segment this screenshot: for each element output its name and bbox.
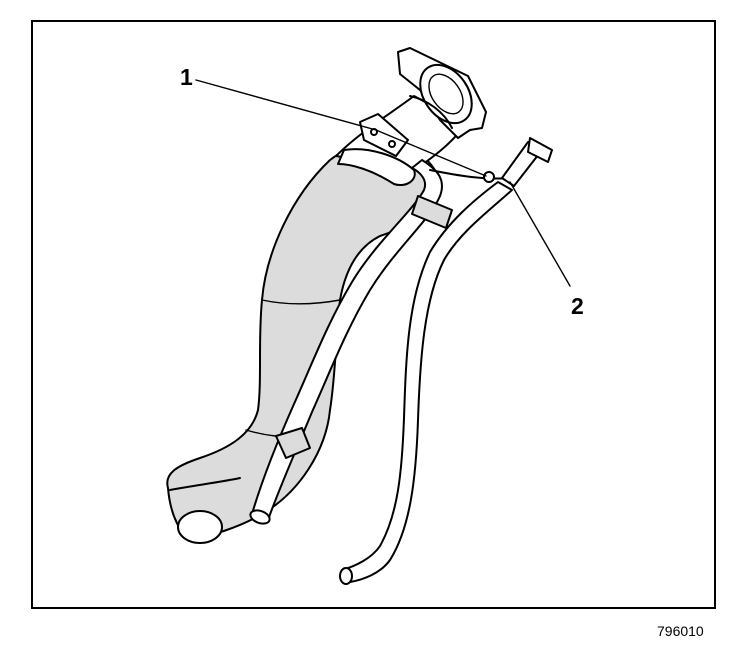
vent-hose <box>249 159 453 525</box>
leader-line-2 <box>509 181 571 287</box>
figure-number: 796010 <box>657 623 704 639</box>
filler-neck <box>335 47 487 186</box>
leader-line-1 <box>195 79 377 131</box>
vent-tube <box>429 137 553 187</box>
callout-1: 1 <box>180 64 193 90</box>
pipe-bracket <box>359 113 409 157</box>
callout-2: 2 <box>571 293 584 319</box>
recirculation-hose <box>339 181 513 585</box>
leader-line-1b <box>375 129 487 177</box>
